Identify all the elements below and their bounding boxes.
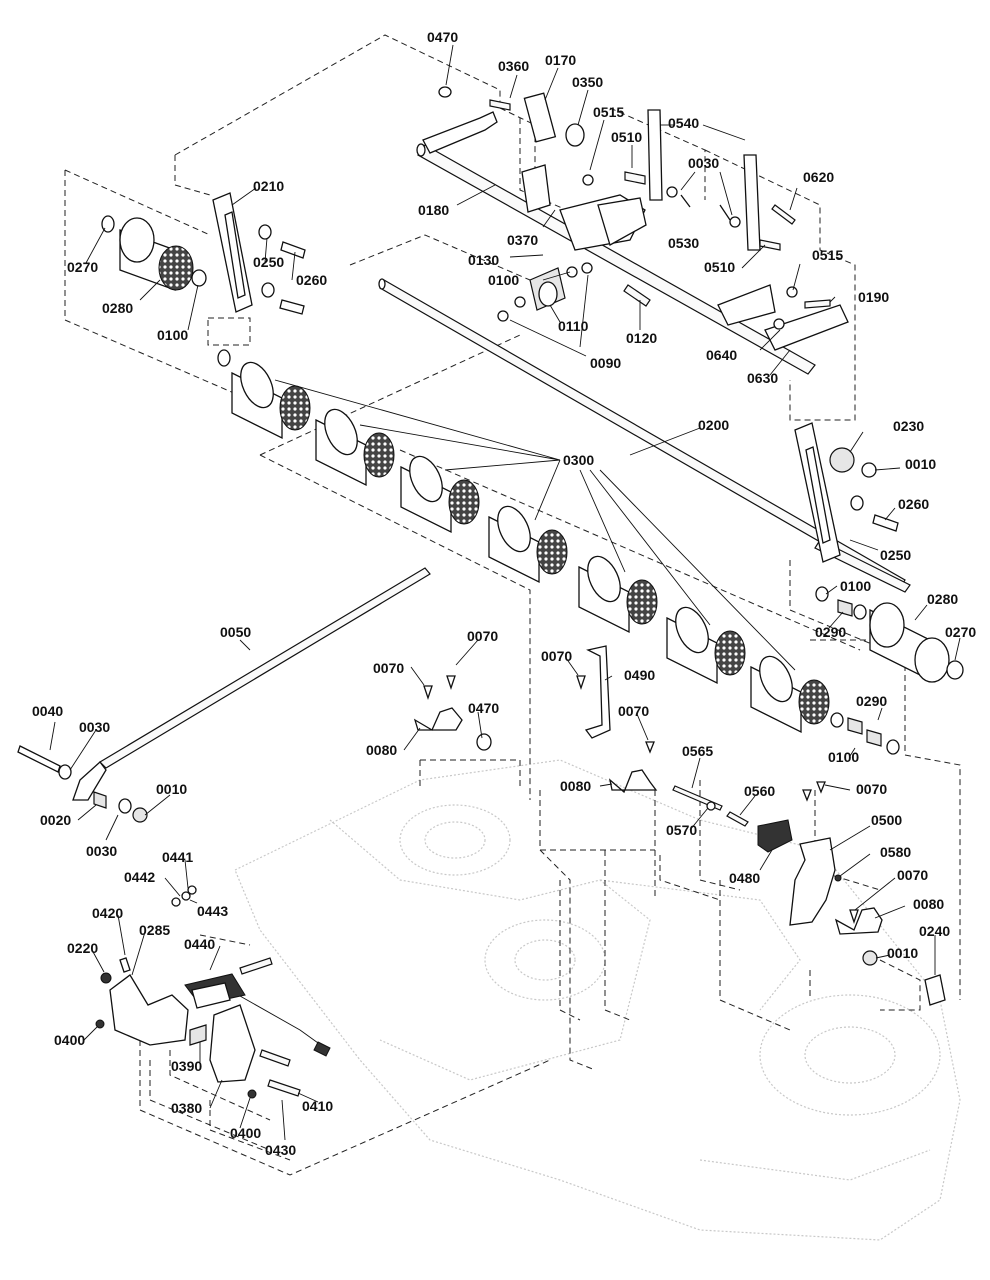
callout-0360: 0360	[498, 58, 529, 74]
callout-0100: 0100	[828, 749, 859, 765]
callout-0010: 0010	[156, 781, 187, 797]
callout-0470: 0470	[427, 29, 458, 45]
callout-0515: 0515	[812, 247, 843, 263]
callout-0100: 0100	[157, 327, 188, 343]
callout-0280: 0280	[927, 591, 958, 607]
arm-brackets-0210	[212, 192, 841, 563]
callout-0290: 0290	[815, 624, 846, 640]
callout-0100: 0100	[840, 578, 871, 594]
end-rollers-0280	[119, 217, 950, 683]
callout-0560: 0560	[744, 783, 775, 799]
callout-0490: 0490	[624, 667, 655, 683]
callout-0510: 0510	[704, 259, 735, 275]
callout-0480: 0480	[729, 870, 760, 886]
callout-0430: 0430	[265, 1142, 296, 1158]
callout-0400: 0400	[230, 1125, 261, 1141]
callout-0070: 0070	[467, 628, 498, 644]
rod-0050	[17, 567, 431, 823]
assembly-boundaries	[64, 34, 961, 1176]
callout-0010: 0010	[887, 945, 918, 961]
callout-0390: 0390	[171, 1058, 202, 1074]
callout-0070: 0070	[897, 867, 928, 883]
callout-0070: 0070	[618, 703, 649, 719]
callout-0530: 0530	[668, 235, 699, 251]
callout-0290: 0290	[856, 693, 887, 709]
callout-0260: 0260	[898, 496, 929, 512]
callout-0350: 0350	[572, 74, 603, 90]
callout-0500: 0500	[871, 812, 902, 828]
callout-0230: 0230	[893, 418, 924, 434]
callout-0120: 0120	[626, 330, 657, 346]
callout-0070: 0070	[373, 660, 404, 676]
callout-0220: 0220	[67, 940, 98, 956]
callout-0540: 0540	[668, 115, 699, 131]
callout-0515: 0515	[593, 104, 624, 120]
callout-0260: 0260	[296, 272, 327, 288]
callout-0370: 0370	[507, 232, 538, 248]
lift-motor-assembly	[95, 885, 331, 1099]
center-brackets	[413, 645, 946, 1006]
callout-0020: 0020	[40, 812, 71, 828]
callout-0190: 0190	[858, 289, 889, 305]
callout-0250: 0250	[880, 547, 911, 563]
callout-0300: 0300	[563, 452, 594, 468]
callout-0565: 0565	[682, 743, 713, 759]
callout-labels: 0470 0360 0170 0350 0540 0515 0510 0030 …	[32, 29, 976, 1158]
callout-0441: 0441	[162, 849, 193, 865]
callout-0010: 0010	[905, 456, 936, 472]
callout-0070: 0070	[541, 648, 572, 664]
callout-0580: 0580	[880, 844, 911, 860]
callout-0250: 0250	[253, 254, 284, 270]
callout-0030: 0030	[79, 719, 110, 735]
callout-0030: 0030	[688, 155, 719, 171]
callout-0170: 0170	[545, 52, 576, 68]
small-hardware	[101, 215, 964, 755]
callout-0640: 0640	[706, 347, 737, 363]
callout-0200: 0200	[698, 417, 729, 433]
callout-0443: 0443	[197, 903, 228, 919]
callout-0180: 0180	[418, 202, 449, 218]
callout-0380: 0380	[171, 1100, 202, 1116]
callout-0440: 0440	[184, 936, 215, 952]
callout-0090: 0090	[590, 355, 621, 371]
callout-0280: 0280	[102, 300, 133, 316]
callout-0285: 0285	[139, 922, 170, 938]
callout-0070: 0070	[856, 781, 887, 797]
upper-axle-assembly	[416, 86, 849, 375]
callout-0442: 0442	[124, 869, 155, 885]
callout-0410: 0410	[302, 1098, 333, 1114]
callout-0620: 0620	[803, 169, 834, 185]
callout-0110: 0110	[558, 318, 589, 334]
callout-0420: 0420	[92, 905, 123, 921]
callout-0130: 0130	[468, 252, 499, 268]
callout-0570: 0570	[666, 822, 697, 838]
callout-0080: 0080	[366, 742, 397, 758]
callout-0630: 0630	[747, 370, 778, 386]
callout-0030: 0030	[86, 843, 117, 859]
callout-0080: 0080	[560, 778, 591, 794]
callout-0400: 0400	[54, 1032, 85, 1048]
callout-0510: 0510	[611, 129, 642, 145]
callout-0270: 0270	[67, 259, 98, 275]
mower-deck-ghost	[234, 759, 961, 1241]
callout-0270: 0270	[945, 624, 976, 640]
rollers-0300	[231, 361, 830, 734]
callout-0100: 0100	[488, 272, 519, 288]
callout-0210: 0210	[253, 178, 284, 194]
leader-lines	[49, 44, 961, 1141]
callout-0080: 0080	[913, 896, 944, 912]
callout-0470: 0470	[468, 700, 499, 716]
callout-0050: 0050	[220, 624, 251, 640]
callout-0240: 0240	[919, 923, 950, 939]
callout-0040: 0040	[32, 703, 63, 719]
